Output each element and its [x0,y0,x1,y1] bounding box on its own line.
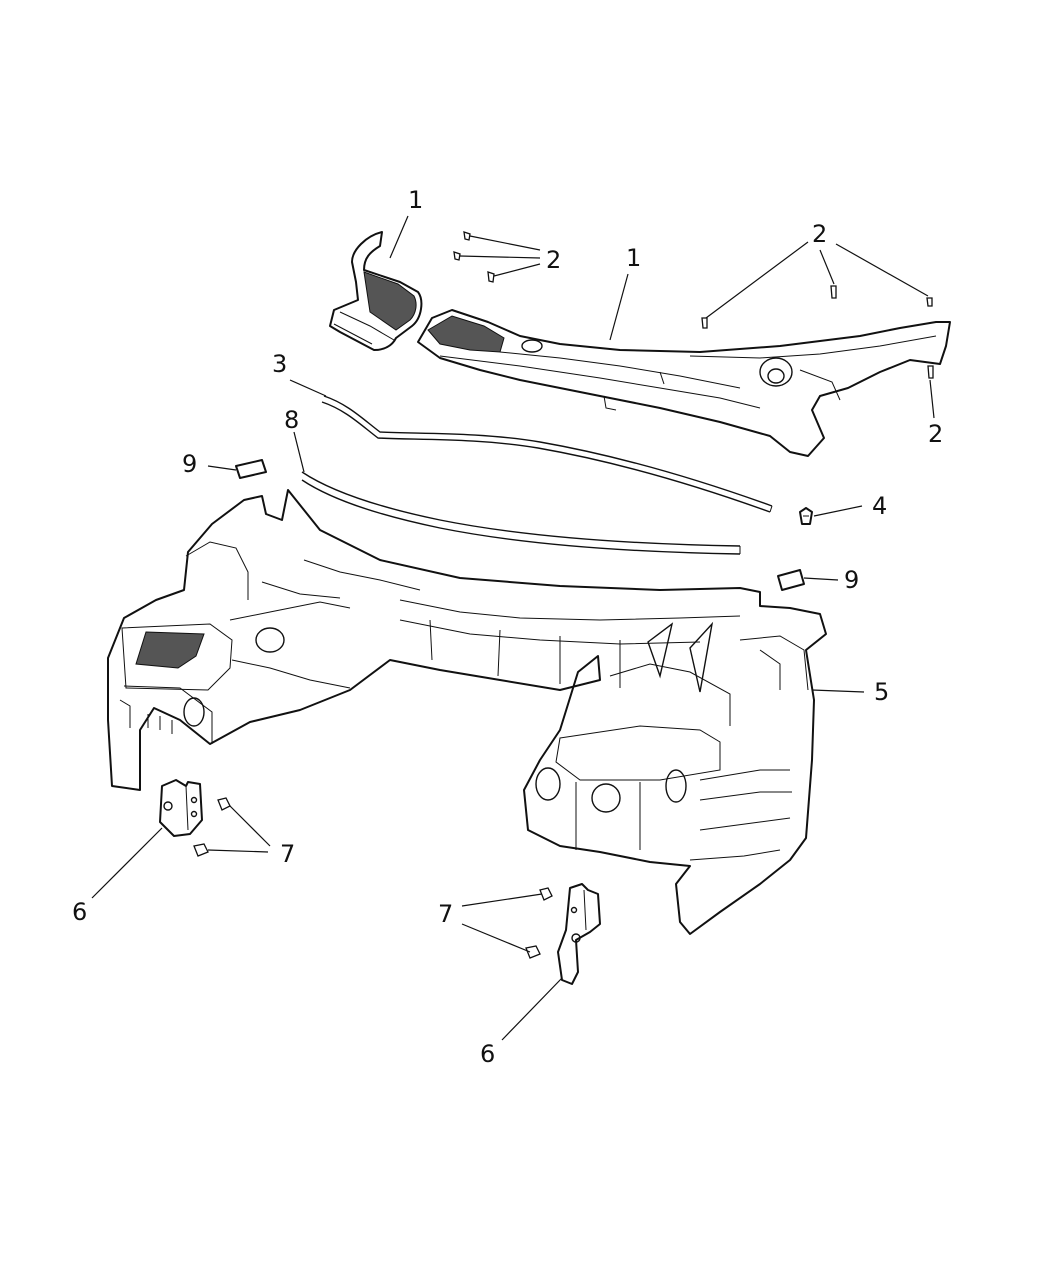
screw-icon-group [453,231,934,379]
callout-9-right: 9 [844,566,859,594]
callout-2-lower-right: 2 [928,420,943,448]
seal-icon [301,471,741,555]
screw-icon [926,297,933,307]
screw-icon [463,231,471,241]
clip-icon [799,507,813,525]
bolt-icon [525,945,541,959]
screw-icon [701,317,708,329]
bolt-icon [539,887,553,901]
screw-icon [453,251,461,261]
bolt-icon [217,797,231,811]
cowl-panel-left-icon [329,231,423,351]
callouts: 1 2 1 2 2 3 8 9 4 9 5 7 6 7 6 [72,186,943,1068]
callout-7-left: 7 [280,840,295,868]
pad-icon [235,459,267,479]
callout-7-bottom: 7 [438,900,453,928]
bolt-icon [193,843,209,857]
callout-2-mid: 2 [546,246,561,274]
weatherstrip-icon [321,395,773,513]
screw-icon [487,271,495,283]
pad-icon [777,569,805,591]
callout-2-top-right: 2 [812,220,827,248]
bracket-icon [159,779,203,837]
plenum-icon [107,489,827,935]
bracket-icon [557,883,601,985]
cowl-panel-main-icon [417,309,951,457]
callout-6-bottom: 6 [480,1040,495,1068]
leader-lines [91,215,935,1041]
screw-icon [927,365,934,379]
callout-1-left: 1 [408,186,423,214]
callout-5: 5 [874,678,889,706]
screw-icon [830,285,837,299]
callout-3: 3 [272,350,287,378]
callout-1-right: 1 [626,244,641,272]
callout-6-left: 6 [72,898,87,926]
callout-4: 4 [872,492,887,520]
callout-9-left: 9 [182,450,197,478]
callout-8: 8 [284,406,299,434]
